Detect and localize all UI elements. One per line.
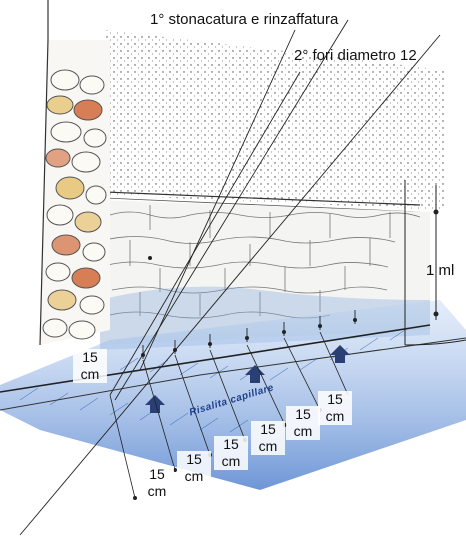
stone-column [39, 39, 110, 346]
plaster-wall-upper [104, 30, 445, 213]
wall-base-line [0, 324, 431, 393]
ground-edge-line [0, 337, 466, 411]
step-2-label: 2° fori diametro 12 [294, 47, 417, 64]
step-1-label: 1° stonacatura e rinzaffatura [150, 11, 339, 28]
exposed-masonry-band [100, 200, 430, 345]
drill-hole-marks [142, 310, 356, 359]
height-label: 1 ml [426, 262, 455, 279]
rise-arrows [145, 345, 350, 413]
ground-water-zone [0, 300, 466, 490]
leader-lines [19, 19, 441, 536]
height-dimension [404, 180, 466, 346]
